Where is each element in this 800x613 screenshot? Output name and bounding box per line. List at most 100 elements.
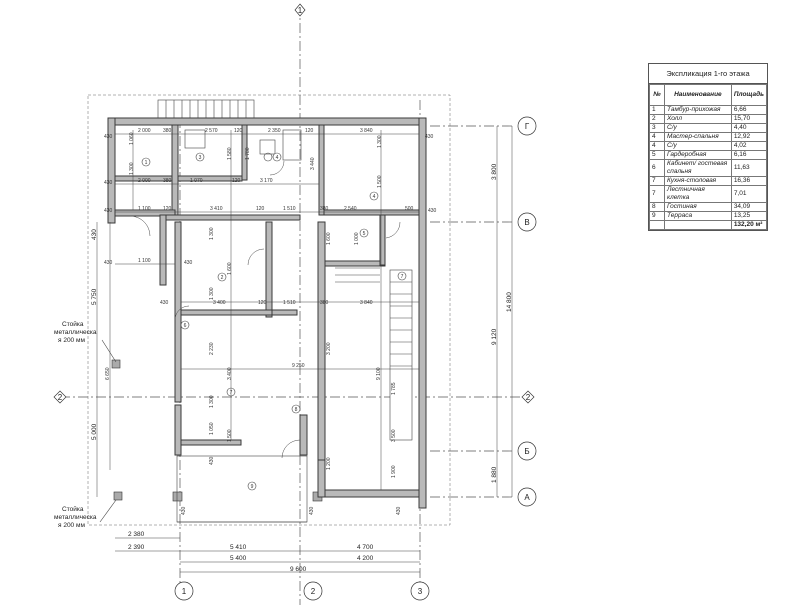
total-empty-cell bbox=[664, 220, 732, 230]
row-num: 3 bbox=[649, 123, 665, 133]
svg-text:2: 2 bbox=[221, 275, 224, 281]
row-area: 13,25 bbox=[730, 211, 768, 221]
svg-text:3 840: 3 840 bbox=[360, 300, 373, 306]
room-marker-3: 3 bbox=[195, 152, 205, 162]
svg-text:4 200: 4 200 bbox=[357, 555, 374, 562]
svg-text:5 410: 5 410 bbox=[230, 544, 247, 551]
svg-text:1 100: 1 100 bbox=[138, 258, 151, 264]
svg-text:2 540: 2 540 bbox=[344, 206, 357, 212]
svg-text:1: 1 bbox=[145, 160, 148, 166]
svg-text:5: 5 bbox=[363, 231, 366, 237]
schedule-header-row: № Наименование Площадь bbox=[649, 84, 768, 106]
svg-text:3: 3 bbox=[199, 155, 202, 161]
svg-text:1 600: 1 600 bbox=[326, 232, 332, 245]
svg-text:5 400: 5 400 bbox=[230, 555, 247, 562]
svg-text:3 500: 3 500 bbox=[391, 429, 397, 442]
header-name: Наименование bbox=[664, 84, 732, 106]
svg-text:120: 120 bbox=[256, 206, 265, 212]
svg-text:7: 7 bbox=[401, 274, 404, 280]
svg-text:3 440: 3 440 bbox=[310, 157, 316, 170]
svg-text:1 050: 1 050 bbox=[209, 422, 215, 435]
dims-left: 430 5 750 5 000 6 650 bbox=[91, 222, 111, 497]
bathroom-fixtures bbox=[184, 129, 302, 162]
svg-text:Стойка: Стойка bbox=[62, 505, 84, 513]
svg-text:я 200 мм: я 200 мм bbox=[58, 337, 85, 344]
dims-row4: 430 1 100 430 bbox=[104, 258, 193, 266]
svg-text:430: 430 bbox=[160, 300, 169, 306]
dims-row5: 430 3 400 120 1 510 380 3 840 bbox=[160, 300, 373, 306]
room-marker-2: 2 bbox=[217, 272, 227, 282]
svg-text:2: 2 bbox=[58, 393, 63, 402]
svg-text:4: 4 bbox=[373, 194, 376, 200]
svg-text:Б: Б bbox=[524, 447, 529, 456]
svg-text:430: 430 bbox=[425, 134, 434, 140]
svg-text:металлическа: металлическа bbox=[54, 329, 97, 336]
row-num: 8 bbox=[649, 202, 665, 212]
total-empty-cell bbox=[649, 220, 665, 230]
row-area: 34,09 bbox=[730, 202, 768, 212]
svg-text:6 650: 6 650 bbox=[105, 367, 111, 380]
axis-marker-top: 1 bbox=[294, 3, 306, 17]
row-num: 4 bbox=[649, 132, 665, 142]
axis-bubble-v: В bbox=[517, 212, 537, 232]
row-num: 6 bbox=[649, 159, 665, 177]
row-name: Кухня-столовая bbox=[664, 176, 732, 186]
svg-text:430: 430 bbox=[104, 208, 113, 214]
svg-text:2 570: 2 570 bbox=[205, 128, 218, 134]
svg-text:Г: Г bbox=[525, 122, 530, 131]
svg-text:120: 120 bbox=[258, 300, 267, 306]
room-marker-4b: 4 bbox=[272, 152, 282, 162]
svg-text:я 200 мм: я 200 мм bbox=[58, 522, 85, 529]
axis-bubble-b: Б bbox=[517, 441, 537, 461]
svg-text:1 200: 1 200 bbox=[326, 457, 332, 470]
schedule-total-row: 132,20 м² bbox=[649, 220, 768, 230]
svg-text:3 410: 3 410 bbox=[210, 206, 223, 212]
svg-text:1 880: 1 880 bbox=[491, 466, 498, 483]
axis-bubble-g: Г bbox=[517, 116, 537, 136]
svg-text:1 300: 1 300 bbox=[209, 227, 215, 240]
svg-text:430: 430 bbox=[104, 260, 113, 266]
svg-text:120: 120 bbox=[232, 178, 241, 184]
row-name: Лестничная клетка bbox=[664, 185, 732, 203]
axis-bubble-bottom-3: 3 bbox=[410, 581, 430, 601]
svg-text:1 300: 1 300 bbox=[377, 135, 383, 148]
svg-text:1 780: 1 780 bbox=[245, 147, 251, 160]
interior-dim-lines bbox=[115, 130, 419, 490]
svg-text:3 200: 3 200 bbox=[326, 342, 332, 355]
svg-text:2 000: 2 000 bbox=[138, 178, 151, 184]
staircase bbox=[335, 267, 413, 441]
room-marker-9: 9 bbox=[247, 481, 257, 491]
svg-text:5 000: 5 000 bbox=[91, 423, 98, 440]
svg-text:1: 1 bbox=[182, 587, 187, 596]
svg-text:380: 380 bbox=[163, 128, 172, 134]
row-num: 9 bbox=[649, 211, 665, 221]
row-area: 4,02 bbox=[730, 141, 768, 151]
svg-text:1 070: 1 070 bbox=[190, 178, 203, 184]
svg-text:9: 9 bbox=[251, 484, 254, 490]
total-area: 132,20 м² bbox=[730, 220, 768, 230]
svg-text:1 100: 1 100 bbox=[138, 206, 151, 212]
axis-bubble-bottom-2: 2 bbox=[303, 581, 323, 601]
axis-bubble-bottom-1: 1 bbox=[174, 581, 194, 601]
row-name: Гардеробная bbox=[664, 150, 732, 160]
svg-text:1 300: 1 300 bbox=[129, 162, 135, 175]
svg-text:1: 1 bbox=[298, 6, 303, 15]
room-marker-1: 1 bbox=[141, 157, 151, 167]
svg-text:1 510: 1 510 bbox=[283, 300, 296, 306]
svg-text:4 700: 4 700 bbox=[357, 544, 374, 551]
row-num: 1 bbox=[649, 105, 665, 115]
svg-text:1 300: 1 300 bbox=[209, 287, 215, 300]
svg-text:2 390: 2 390 bbox=[128, 544, 145, 551]
svg-text:430: 430 bbox=[184, 260, 193, 266]
row-name: Гостиная bbox=[664, 202, 732, 212]
axis-bubble-a: А bbox=[517, 487, 537, 507]
